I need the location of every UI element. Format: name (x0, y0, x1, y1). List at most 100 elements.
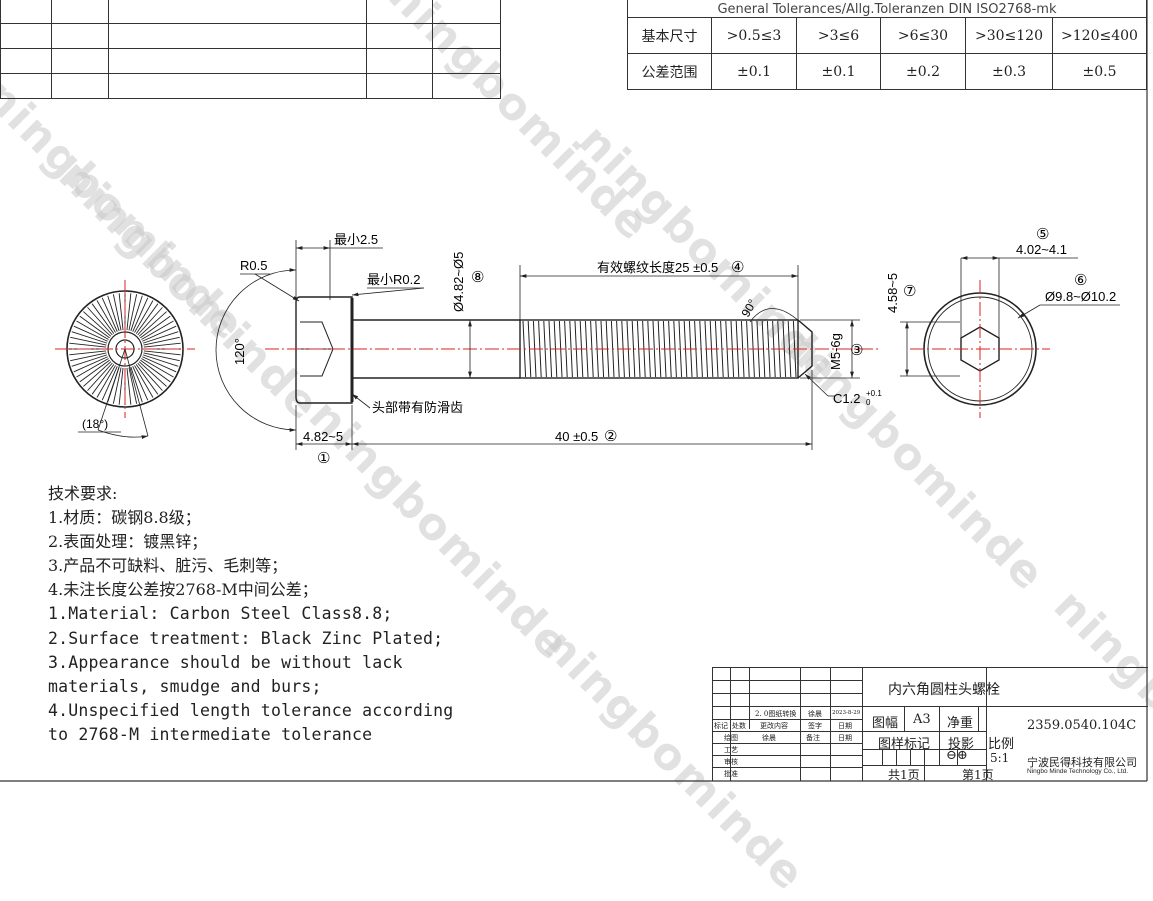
total-length-label: 40 ±0.5 (555, 429, 598, 444)
title-block: 内六角圆柱头螺栓 图幅 A3 净重 图样标记 投影 比例 ⊖⊕ 5:1 共1页 … (712, 667, 1148, 782)
serration-label: 头部带有防滑齿 (372, 400, 463, 415)
note-cn: 3.产品不可缺料、脏污、毛刺等； (48, 556, 288, 576)
angle-18-label: (18°) (82, 417, 108, 431)
min-r0-2-leader (351, 287, 425, 297)
screw-head (295, 296, 353, 404)
drawn-by: 徐晨 (762, 734, 776, 742)
drawing-number: 2359.0540.104C (1027, 718, 1137, 733)
company-cn: 宁波民得科技有限公司 (1027, 756, 1137, 769)
serration-line (132, 297, 149, 332)
serration-line (143, 350, 181, 356)
remark-label: 备注 (806, 734, 820, 742)
thread-line (548, 320, 553, 378)
serration-line (79, 359, 110, 383)
angle-120-arc (215, 268, 297, 432)
serration-line (143, 352, 180, 362)
tolerance-cell: ±0.3 (965, 53, 1053, 90)
rev-by: 徐晨 (808, 710, 822, 718)
drawn-label: 绘图 (724, 734, 738, 742)
hex-depth-label: 4.58~5 (885, 273, 900, 313)
content-label: 更改内容 (760, 722, 788, 730)
serration-line (135, 303, 159, 334)
projection-symbol: ⊖⊕ (946, 748, 968, 763)
sheet-size: A3 (913, 712, 931, 727)
serration-line (134, 365, 154, 398)
serration-line (73, 356, 108, 373)
notes-title: 技术要求: (48, 484, 118, 503)
serration-line (141, 320, 174, 340)
scale-label: 比例 (988, 737, 1015, 752)
callout-3: ③ (850, 341, 863, 359)
serration-line (91, 303, 115, 334)
callout-2: ② (604, 427, 617, 445)
serration-line (107, 295, 120, 332)
thread-line (564, 320, 568, 378)
thread-line (652, 320, 657, 378)
head-outer-label: Ø9.8~Ø10.2 (1045, 289, 1116, 304)
callout-6: ⑥ (1074, 271, 1087, 289)
thread-line (631, 320, 636, 378)
range-cell: >3≤6 (796, 17, 881, 54)
count-label: 处数 (732, 722, 746, 730)
head-outer-leader (1017, 304, 1041, 319)
net-weight-label: 净重 (947, 716, 974, 731)
min-r0-2-label: 最小R0.2 (367, 272, 420, 287)
range-cell: >0.5≤3 (711, 17, 797, 54)
serration-line (70, 352, 107, 362)
sheet-size-label: 图幅 (872, 716, 899, 731)
serration-line (118, 293, 124, 331)
tolerance-table: General Tolerances/Allg.Toleranzen DIN I… (627, 0, 1147, 90)
angle-120-label: 120° (232, 338, 247, 365)
technical-notes: 技术要求: 1.材质：碳钢8.8级； 2.表面处理：镀黑锌； 3.产品不可缺料、… (48, 482, 453, 747)
serration-line (130, 295, 143, 332)
note-cn: 1.材质：碳钢8.8级； (48, 508, 201, 528)
thread-line (543, 320, 547, 378)
range-cell: >120≤400 (1052, 17, 1147, 54)
tolerance-cell: ±0.2 (880, 53, 966, 90)
rev-date: 2023-8-29 (832, 710, 861, 716)
thread-line (746, 320, 750, 378)
screw-side-view (295, 296, 813, 404)
serration-line (87, 362, 113, 391)
serration-line (87, 307, 113, 336)
thread-line (766, 320, 771, 378)
note-en: 2.Surface treatment: Black Zinc Plated; (48, 628, 444, 648)
thread-line (636, 320, 641, 378)
tolerance-title: General Tolerances/Allg.Toleranzen DIN I… (627, 0, 1147, 18)
note-en: 1.Material: Carbon Steel Class8.8; (48, 604, 393, 624)
thread-line (761, 320, 766, 378)
head-length-label: 4.82~5 (303, 429, 343, 444)
serration-line (101, 297, 118, 332)
callout-1: ① (317, 449, 330, 467)
r0-5-label: R0.5 (240, 258, 267, 273)
chamfer-tol-lower: 0 (866, 398, 871, 407)
callout-5: ⑤ (1036, 225, 1049, 243)
process-label: 工艺 (724, 746, 738, 754)
callout-4: ④ (731, 258, 744, 276)
page-number: 第1页 (962, 768, 994, 782)
note-en: to 2768-M intermediate tolerance (48, 724, 373, 744)
thread-line (657, 320, 662, 378)
serration-line (138, 361, 167, 387)
thread-line (678, 320, 683, 378)
note-en: materials, smudge and burs; (48, 676, 322, 696)
technical-drawing: (18°) (0, 0, 1148, 782)
drawing-mark-label: 图样标记 (878, 737, 931, 752)
serration-line (142, 331, 179, 344)
tolerance-cell: ±0.5 (1052, 53, 1147, 90)
company-en: Ningbo Minde Technology Co., Ltd. (1027, 768, 1129, 775)
note-en: 4.Unspecified length tolerance according (48, 700, 454, 720)
serration-line (76, 358, 109, 378)
sign-label: 签字 (808, 722, 822, 730)
serration-line (134, 300, 154, 333)
serration-line (79, 315, 110, 339)
tolerance-cell: ±0.1 (711, 53, 797, 90)
serration-line (143, 336, 180, 346)
thread-line (720, 320, 724, 378)
chamfer-label: C1.2 (833, 391, 860, 406)
serration-line (96, 365, 116, 398)
thread-size-label: M5-6g (828, 333, 843, 370)
check-label: 审核 (724, 758, 738, 766)
projection-label: 投影 (948, 737, 975, 752)
min-2-5-label: 最小2.5 (334, 232, 378, 247)
